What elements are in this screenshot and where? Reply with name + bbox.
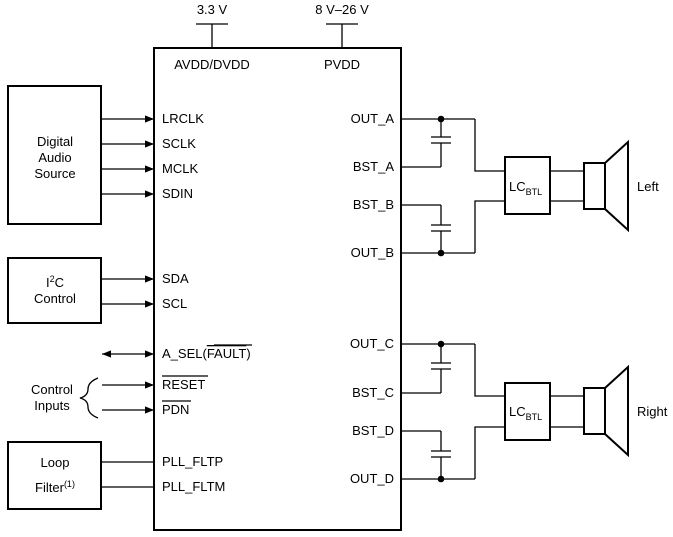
pin-bst-d: BST_D [352, 423, 394, 438]
chip-supply-pvdd: PVDD [324, 57, 360, 72]
wire-out-d-to-filter [474, 426, 505, 479]
digital-audio-label-3: Source [34, 166, 75, 181]
speaker-left-icon [583, 139, 629, 233]
digital-audio-source-box [7, 85, 102, 225]
loop-filter-text: Filter [35, 480, 65, 495]
node-out-b [437, 249, 445, 257]
digital-audio-label-1: Digital [37, 134, 73, 149]
amplifier-chip [153, 47, 402, 531]
i2c-label-sup: 2 [50, 274, 55, 284]
lc-filter-left-sub: BTL [526, 187, 543, 197]
control-inputs: Control Inputs [31, 377, 99, 419]
loop-filter-box [7, 441, 102, 510]
supply-low-label: 3.3 V [197, 2, 228, 17]
lc-filter-right-main: LC [509, 404, 526, 419]
i2c-control-block: I2C Control [7, 257, 102, 324]
lc-filter-right [504, 382, 551, 441]
pin-bst-c: BST_C [352, 385, 394, 400]
control-inputs-brace [79, 377, 99, 419]
right-output-network: LCBTL Right [401, 340, 668, 483]
pin-out-d: OUT_D [350, 471, 394, 486]
lc-filter-left-label: LCBTL [509, 179, 542, 197]
pin-pll-fltm: PLL_FLTM [162, 479, 225, 494]
loop-filter-label-2: Filter(1) [35, 479, 75, 495]
i2c-label: I2C [46, 274, 64, 290]
lc-filter-left-main: LC [509, 179, 526, 194]
wire-out-b-to-filter [474, 200, 505, 253]
pin-reset: RESET [162, 377, 205, 392]
lc-filter-right-sub: BTL [526, 412, 543, 422]
pin-pdn: PDN [162, 402, 189, 417]
pin-pll-fltp: PLL_FLTP [162, 454, 223, 469]
lc-filter-left [504, 156, 551, 215]
pin-a-sel-prefix: A_SEL( [162, 346, 207, 361]
supply-high-label: 8 V–26 V [315, 2, 369, 17]
pin-out-b: OUT_B [351, 245, 394, 260]
pin-mclk: MCLK [162, 161, 198, 176]
pin-out-a: OUT_A [351, 111, 395, 126]
control-inputs-label-2: Inputs [34, 398, 70, 413]
pin-bst-b: BST_B [353, 197, 394, 212]
loop-filter-note: (1) [64, 479, 75, 489]
node-out-d [437, 475, 445, 483]
loop-filter-block: Loop Filter(1) [7, 441, 102, 510]
pin-a-sel: A_SEL(FAULT) [162, 346, 251, 361]
i2c-control-box [7, 257, 102, 324]
pin-fault: FAULT [207, 346, 247, 361]
pin-out-c: OUT_C [350, 336, 394, 351]
control-inputs-label-1: Control [31, 382, 73, 397]
digital-audio-label-2: Audio [38, 150, 71, 165]
chip-supply-avdd: AVDD/DVDD [174, 57, 250, 72]
pin-sda: SDA [162, 271, 189, 286]
i2c-label-control: Control [34, 291, 76, 306]
pin-sdin: SDIN [162, 186, 193, 201]
i2c-label-rest: C [55, 275, 64, 290]
pin-a-sel-suffix: ) [246, 346, 250, 361]
pin-bst-a: BST_A [353, 159, 395, 174]
loop-filter-label-1: Loop [41, 455, 70, 470]
speaker-right-icon [583, 364, 629, 458]
speaker-left-magnet [583, 162, 606, 210]
wire-out-c-to-filter [474, 344, 505, 397]
speaker-right-cone [604, 364, 629, 458]
supply-low: 3.3 V [196, 2, 228, 48]
speaker-right-magnet [583, 387, 606, 435]
speaker-left-cone [604, 139, 629, 233]
digital-audio-source-block: Digital Audio Source [7, 85, 102, 225]
speaker-left-label: Left [637, 179, 659, 194]
speaker-right-label: Right [637, 404, 668, 419]
supply-high: 8 V–26 V [315, 2, 369, 48]
i2c-label-main: I [46, 275, 50, 290]
lc-filter-right-label: LCBTL [509, 404, 542, 422]
pin-lrclk: LRCLK [162, 111, 204, 126]
pin-sclk: SCLK [162, 136, 196, 151]
wire-out-a-to-filter [474, 119, 505, 172]
pin-scl: SCL [162, 296, 187, 311]
left-output-network: LCBTL Left [401, 115, 659, 257]
